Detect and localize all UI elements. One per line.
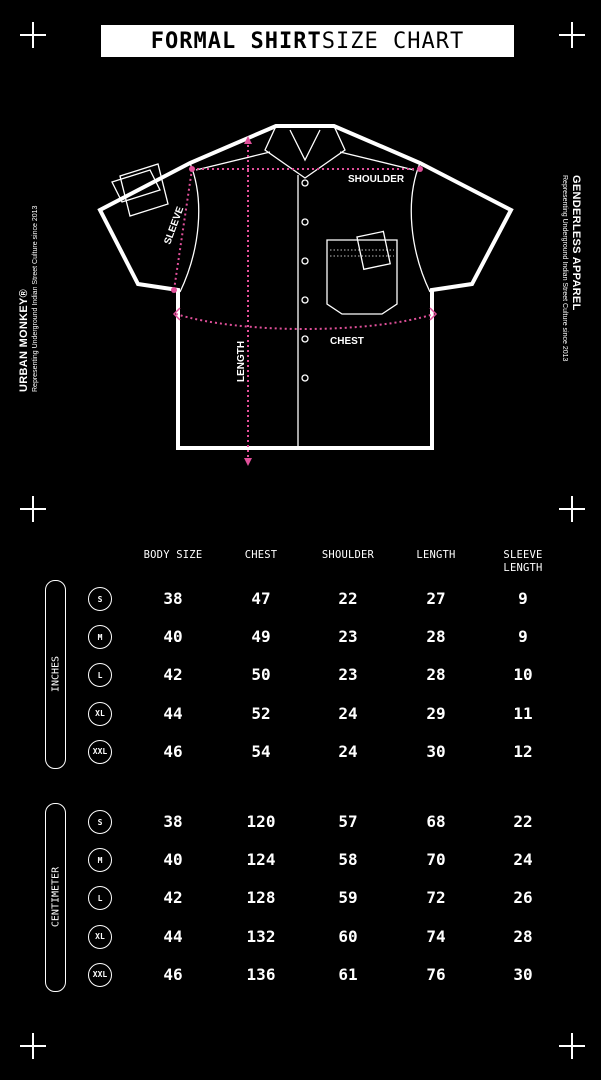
table-cell: 22 xyxy=(338,589,358,608)
crosshair-icon xyxy=(559,496,585,522)
table-cell: 50 xyxy=(251,665,271,685)
table-cell: 54 xyxy=(251,741,271,761)
size-badge: XL xyxy=(88,701,112,726)
table-cell: 40 xyxy=(163,627,183,647)
table-cell: 30 xyxy=(426,741,446,761)
table-cell: 42 xyxy=(163,888,183,908)
table-cell: 28 xyxy=(513,926,533,946)
table-cell: 26 xyxy=(513,888,533,908)
size-badge: XXL xyxy=(88,962,112,987)
table-cell: 61 xyxy=(338,964,358,984)
table-cell: 24 xyxy=(338,741,358,761)
column-header: CHEST xyxy=(244,549,278,561)
size-badge: S xyxy=(88,587,112,611)
label-sleeve: SLEEVE xyxy=(162,205,186,246)
table-cell: 49 xyxy=(251,627,271,647)
unit-label-text: CENTIMETER xyxy=(50,867,61,928)
size-badge: L xyxy=(88,663,112,688)
table-cell: 28 xyxy=(426,665,446,685)
label-shoulder: SHOULDER xyxy=(348,174,405,185)
table-cell: 76 xyxy=(426,964,446,984)
table-cell: 22 xyxy=(513,812,533,831)
table-cell: 28 xyxy=(426,627,446,647)
table-cell: 128 xyxy=(246,888,276,908)
table-cell: 24 xyxy=(513,850,533,870)
table-cell: 38 xyxy=(163,589,183,608)
table-cell: 70 xyxy=(426,850,446,870)
collar xyxy=(264,125,346,179)
column-header: SHOULDER xyxy=(321,549,375,561)
size-badge: M xyxy=(88,625,112,650)
label-chest: CHEST xyxy=(330,336,364,347)
table-cell: 11 xyxy=(513,703,533,723)
size-badge: XXL xyxy=(88,739,112,764)
table-cell: 44 xyxy=(163,703,183,723)
table-cell: 10 xyxy=(513,665,533,685)
table-cell: 27 xyxy=(426,589,446,608)
table-cell: 58 xyxy=(338,850,358,870)
table-cell: 23 xyxy=(338,627,358,647)
table-cell: 46 xyxy=(163,741,183,761)
table-cell: 42 xyxy=(163,665,183,685)
table-cell: 9 xyxy=(518,627,528,647)
table-cell: 74 xyxy=(426,926,446,946)
column-header: LENGTH xyxy=(416,549,456,561)
table-cell: 60 xyxy=(338,926,358,946)
table-cell: 52 xyxy=(251,703,271,723)
table-cell: 57 xyxy=(338,812,358,831)
crosshair-icon xyxy=(559,22,585,48)
crosshair-icon xyxy=(20,22,46,48)
table-cell: 124 xyxy=(246,850,276,870)
size-badge: S xyxy=(88,810,112,834)
table-cell: 24 xyxy=(338,703,358,723)
sleeve-tag xyxy=(119,163,169,217)
size-badge: XL xyxy=(88,924,112,949)
table-cell: 9 xyxy=(518,589,528,608)
table-cell: 12 xyxy=(513,741,533,761)
table-cell: 72 xyxy=(426,888,446,908)
table-cell: 30 xyxy=(513,964,533,984)
pocket xyxy=(326,239,398,315)
table-cell: 29 xyxy=(426,703,446,723)
measure-lines xyxy=(173,140,435,462)
shirt-diagram: SHOULDER CHEST SLEEVE LENGTH xyxy=(97,124,514,466)
table-cell: 136 xyxy=(246,964,276,984)
buttons xyxy=(301,179,309,382)
crosshair-icon xyxy=(20,1033,46,1059)
column-header: SLEEVE LENGTH xyxy=(503,549,543,574)
table-cell: 40 xyxy=(163,850,183,870)
table-cell: 46 xyxy=(163,964,183,984)
table-cell: 44 xyxy=(163,926,183,946)
shirt-outline xyxy=(97,124,514,450)
title-bold: FORMAL SHIRT xyxy=(150,28,322,54)
title-rest: SIZE CHART xyxy=(321,28,465,54)
page-title: FORMAL SHIRT SIZE CHART xyxy=(101,25,514,57)
unit-label-centimeter: CENTIMETER xyxy=(45,802,66,992)
unit-label-text: INCHES xyxy=(50,656,61,693)
table-cell: 47 xyxy=(251,589,271,608)
unit-label-inches: INCHES xyxy=(45,579,66,769)
crosshair-icon xyxy=(559,1033,585,1059)
label-length: LENGTH xyxy=(236,341,247,382)
size-badge: L xyxy=(88,886,112,911)
crosshair-icon xyxy=(20,496,46,522)
column-header: BODY SIZE xyxy=(143,549,203,561)
table-cell: 132 xyxy=(246,926,276,946)
table-cell: 38 xyxy=(163,812,183,831)
table-cell: 120 xyxy=(246,812,276,831)
table-cell: 23 xyxy=(338,665,358,685)
table-cell: 59 xyxy=(338,888,358,908)
table-cell: 68 xyxy=(426,812,446,831)
size-badge: M xyxy=(88,848,112,873)
